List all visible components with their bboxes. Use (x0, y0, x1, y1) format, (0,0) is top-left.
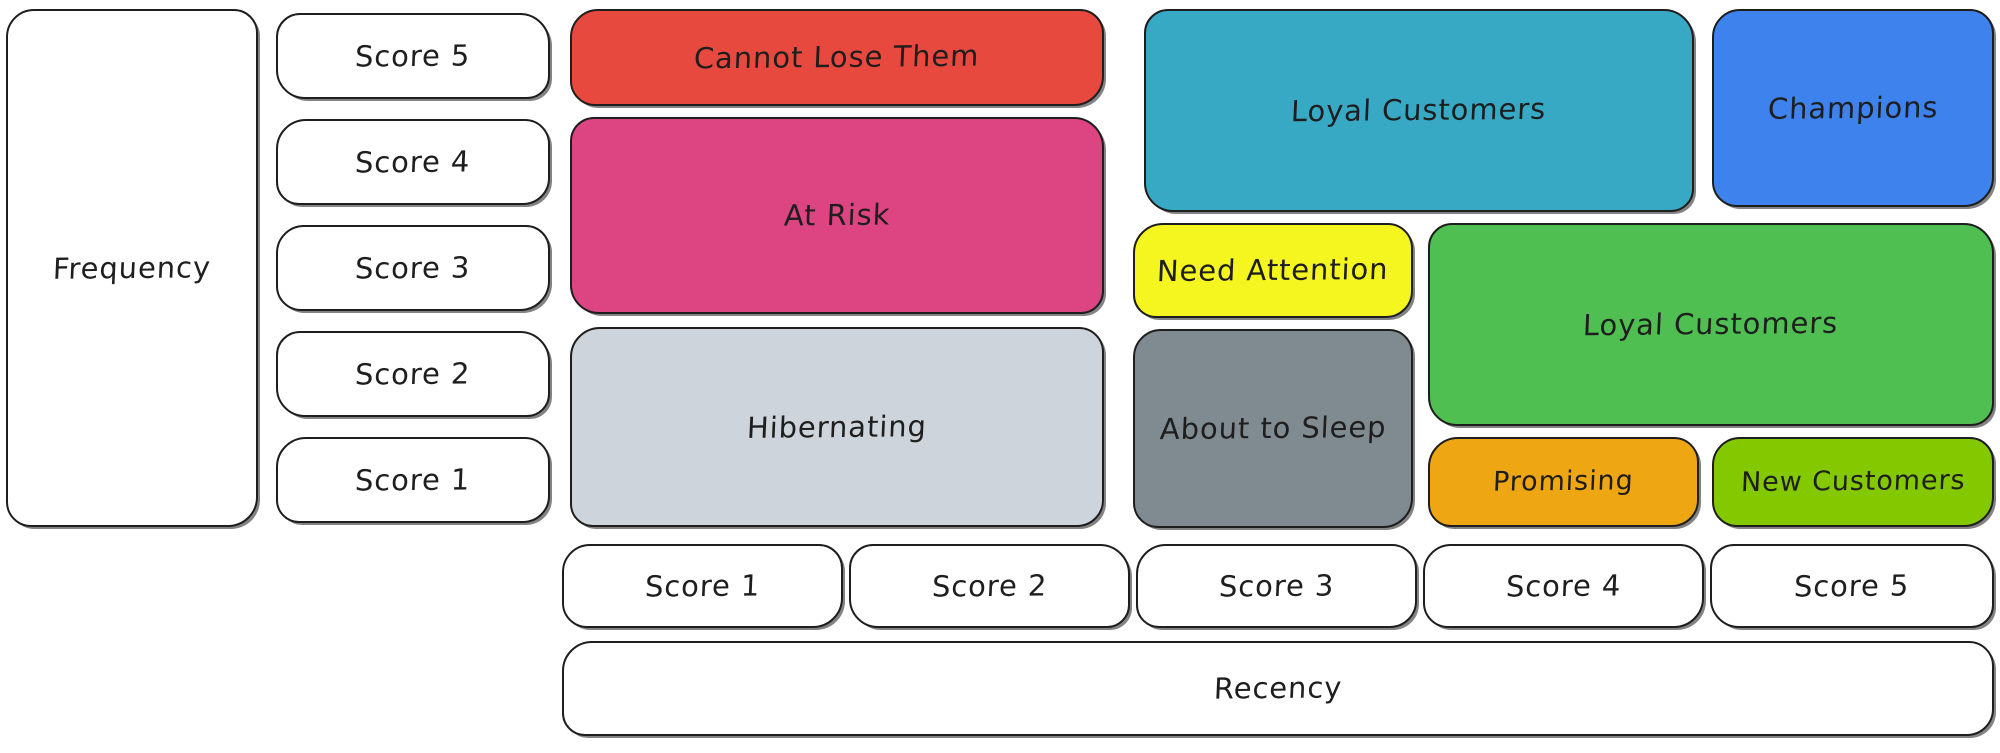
segment-new-customers[interactable]: New Customers (1712, 437, 1994, 527)
y-score-4-label: Score 4 (354, 144, 472, 180)
segment-loyal-customers-green-label: Loyal Customers (1582, 305, 1840, 343)
segment-cannot-lose-them[interactable]: Cannot Lose Them (570, 9, 1104, 106)
x-score-4: Score 4 (1423, 544, 1704, 628)
y-score-2-label: Score 2 (354, 356, 472, 392)
segment-champions[interactable]: Champions (1712, 9, 1994, 207)
segment-at-risk-label: At Risk (783, 197, 891, 233)
segment-need-attention-label: Need Attention (1156, 251, 1390, 289)
segment-at-risk[interactable]: At Risk (570, 117, 1104, 314)
segment-hibernating[interactable]: Hibernating (570, 327, 1104, 527)
y-score-2: Score 2 (276, 331, 550, 417)
segment-hibernating-label: Hibernating (746, 408, 928, 445)
y-score-4: Score 4 (276, 119, 550, 205)
segment-loyal-customers-green[interactable]: Loyal Customers (1428, 223, 1994, 426)
x-score-1-label: Score 1 (644, 568, 761, 604)
y-axis-frequency-label: Frequency (6, 9, 258, 527)
x-score-3: Score 3 (1136, 544, 1417, 628)
x-axis-recency-label: Recency (562, 641, 1994, 736)
segment-cannot-lose-them-label: Cannot Lose Them (693, 38, 981, 76)
y-score-5-label: Score 5 (354, 38, 472, 74)
x-score-1: Score 1 (562, 544, 843, 628)
segment-loyal-customers-teal-label: Loyal Customers (1290, 91, 1548, 129)
y-score-1: Score 1 (276, 437, 550, 523)
x-score-2: Score 2 (849, 544, 1130, 628)
segment-promising-label: Promising (1492, 465, 1635, 498)
x-score-5: Score 5 (1710, 544, 1994, 628)
segment-need-attention[interactable]: Need Attention (1133, 223, 1413, 318)
x-score-5-label: Score 5 (1793, 568, 1911, 604)
segment-about-to-sleep-label: About to Sleep (1159, 410, 1388, 447)
y-score-1-label: Score 1 (354, 462, 472, 498)
segment-promising[interactable]: Promising (1428, 437, 1699, 527)
x-score-3-label: Score 3 (1218, 568, 1335, 604)
segment-champions-label: Champions (1767, 89, 1940, 126)
x-axis-label-text: Recency (1213, 670, 1343, 706)
x-score-2-label: Score 2 (931, 568, 1048, 604)
x-score-4-label: Score 4 (1505, 568, 1622, 604)
segment-loyal-customers-teal[interactable]: Loyal Customers (1144, 9, 1694, 212)
y-score-5: Score 5 (276, 13, 550, 99)
y-score-3-label: Score 3 (354, 250, 472, 286)
segment-about-to-sleep[interactable]: About to Sleep (1133, 329, 1413, 528)
segment-new-customers-label: New Customers (1740, 464, 1966, 498)
y-axis-label-text: Frequency (52, 249, 212, 286)
y-score-3: Score 3 (276, 225, 550, 311)
